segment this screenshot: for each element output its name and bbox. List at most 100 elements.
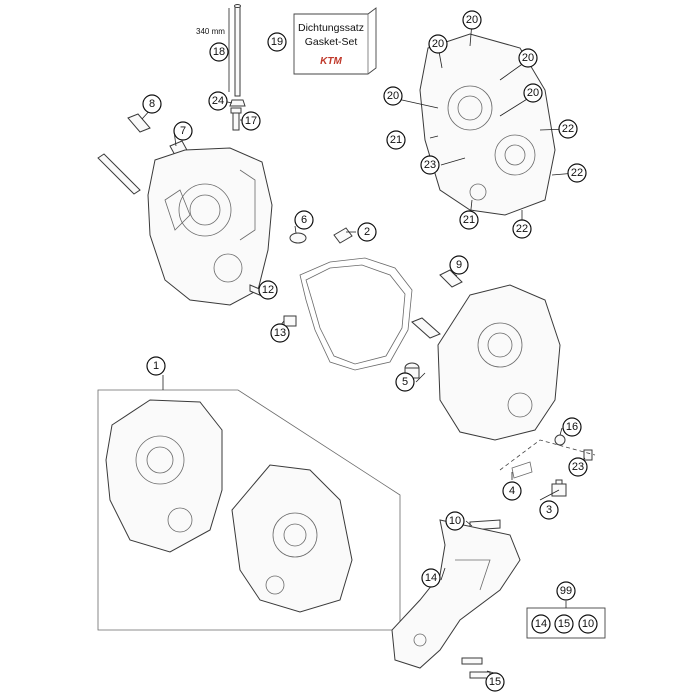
clip [333,227,353,244]
callout-20-mid-left-label: 20 [387,90,399,102]
callout-22-middle: 22 [567,163,587,183]
measure-bracket: 340 mm [196,8,230,92]
callout-20-left: 20 [428,34,448,54]
callout-9-label: 9 [456,259,462,271]
long-stud [234,4,241,97]
plug [283,315,297,327]
callout-24: 24 [208,91,228,111]
callout-3: 3 [539,500,559,520]
callout-7: 7 [173,121,193,141]
callout-23-lower: 23 [568,457,588,477]
callout-6: 6 [294,210,314,230]
stud [97,153,141,195]
callout-5-label: 5 [402,376,408,388]
nut [229,99,246,107]
callout-17-label: 17 [245,115,257,127]
callout-20-top: 20 [462,10,482,30]
drain-plug [551,479,567,497]
dowel-pin [127,113,151,133]
callout-20-mid-left: 20 [383,86,403,106]
callout-16: 16 [562,417,582,437]
callout-22-lower: 22 [512,219,532,239]
bolt [230,107,242,131]
callout-2-label: 2 [364,226,370,238]
small-screw [583,449,593,461]
callout-23-upper: 23 [420,155,440,175]
callout-1: 1 [146,356,166,376]
callout-18-label: 18 [213,46,225,58]
callout-13: 13 [270,323,290,343]
callout-21-lower: 21 [459,210,479,230]
cover-screws [461,657,491,679]
callout-18: 18 [209,42,229,62]
callout-20-top-label: 20 [466,14,478,26]
crankcase-right-inner [419,33,556,216]
pin-right [411,317,441,339]
callout-20-right: 20 [518,48,538,68]
callout-15: 15 [485,672,505,692]
callout-15-label: 15 [489,676,501,688]
gasket-set-box: Dichtungssatz Gasket-Set KTM [293,7,377,75]
callout-5: 5 [395,372,415,392]
kit-content-2: 15 [554,614,574,634]
assembly-line [499,439,596,471]
callout-23-upper-label: 23 [424,159,436,171]
callout-6-label: 6 [301,214,307,226]
callout-17: 17 [241,111,261,131]
callout-19-label: 19 [271,36,283,48]
callout-1-label: 1 [153,360,159,372]
callout-21-lower-label: 21 [463,214,475,226]
callout-12: 12 [258,280,278,300]
callout-2: 2 [357,222,377,242]
callout-13-label: 13 [274,327,286,339]
callout-9: 9 [449,255,469,275]
brand-logo: KTM [320,56,342,67]
callout-23-lower-label: 23 [572,461,584,473]
kit-content-1: 14 [531,614,551,634]
gasket-outline [299,257,413,371]
crankcase-assembly [97,389,401,631]
callout-24-label: 24 [212,95,224,107]
callout-22-upper: 22 [558,119,578,139]
o-ring [289,232,307,244]
callout-99: 99 [556,581,576,601]
callout-12-label: 12 [262,284,274,296]
callout-20-mid-right-label: 20 [527,87,539,99]
callout-21-upper-label: 21 [390,134,402,146]
callout-20-mid-right: 20 [523,83,543,103]
callout-3-label: 3 [546,504,552,516]
gasket-small [511,461,533,479]
callout-99-label: 99 [560,585,572,597]
callout-10-label: 10 [449,515,461,527]
callout-20-right-label: 20 [522,52,534,64]
dowel-pin-right [439,269,463,288]
callout-20-left-label: 20 [432,38,444,50]
crankcase-right-half [437,284,561,441]
kit-content-3-label: 10 [582,618,594,630]
callout-16-label: 16 [566,421,578,433]
callout-10: 10 [445,511,465,531]
gasket-set-title-en: Gasket-Set [305,36,358,48]
seal-ring [554,434,566,446]
callout-22-lower-label: 22 [516,223,528,235]
callout-19: 19 [267,32,287,52]
callout-4-label: 4 [509,485,515,497]
callout-22-upper-label: 22 [562,123,574,135]
callout-8: 8 [142,94,162,114]
kit-content-1-label: 14 [535,618,547,630]
kit-content-2-label: 15 [558,618,570,630]
gasket-set-title-de: Dichtungssatz [298,22,364,34]
callout-4: 4 [502,481,522,501]
callout-21-upper: 21 [386,130,406,150]
callout-14-label: 14 [425,572,437,584]
callout-14: 14 [421,568,441,588]
kit-content-3: 10 [578,614,598,634]
callout-8-label: 8 [149,98,155,110]
sprocket-cover [391,519,521,669]
callout-22-middle-label: 22 [571,167,583,179]
measurement-label: 340 mm [196,27,225,36]
crankcase-left-half [147,147,273,306]
callout-7-label: 7 [180,125,186,137]
